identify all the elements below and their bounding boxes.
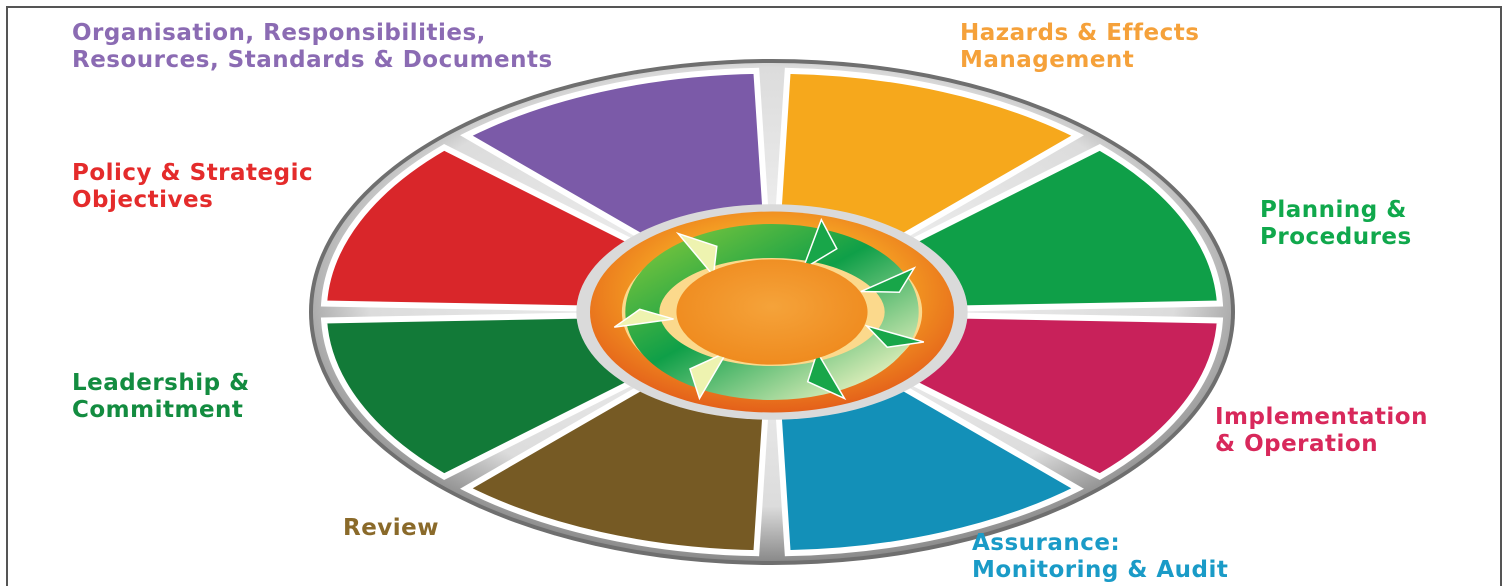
cycle-arrow-head [689, 350, 729, 401]
label-assurance-monitoring: Assurance: Monitoring & Audit [972, 530, 1228, 584]
label-review: Review [343, 515, 439, 542]
label-line-1: Organisation, Responsibilities, [72, 20, 486, 46]
hub-center [676, 259, 868, 365]
cycle-arrow-head [801, 217, 838, 271]
label-line-2: Commitment [72, 397, 244, 423]
label-policy-strategic: Policy & Strategic Objectives [72, 160, 313, 214]
label-planning-procedures: Planning & Procedures [1260, 197, 1412, 251]
label-line-1: Assurance: [972, 530, 1121, 556]
label-line-2: Monitoring & Audit [972, 557, 1229, 583]
label-line-2: Objectives [72, 187, 214, 213]
label-implementation-operation: Implementation & Operation [1215, 404, 1428, 458]
label-line-2: Management [960, 47, 1135, 73]
label-leadership-commitment: Leadership & Commitment [72, 370, 250, 424]
label-hazards-effects: Hazards & Effects Management [960, 20, 1199, 74]
cycle-arrow-head [613, 308, 674, 328]
label-line-2: & Operation [1215, 431, 1379, 457]
label-line-1: Implementation [1215, 404, 1428, 430]
cycle-arrow-head [860, 266, 917, 293]
label-line-1: Review [343, 515, 440, 541]
label-line-1: Policy & Strategic [72, 160, 314, 186]
label-line-2: Resources, Standards & Documents [72, 47, 553, 73]
label-line-1: Planning & [1260, 197, 1407, 223]
label-line-1: Leadership & [72, 370, 250, 396]
cycle-arrow-head [864, 324, 925, 349]
label-line-1: Hazards & Effects [960, 20, 1200, 46]
label-line-2: Procedures [1260, 224, 1412, 250]
label-organisation-responsibilities: Organisation, Responsibilities, Resource… [72, 20, 553, 74]
cycle-arrow-head [806, 350, 847, 401]
cycle-arrow-head [675, 231, 718, 278]
